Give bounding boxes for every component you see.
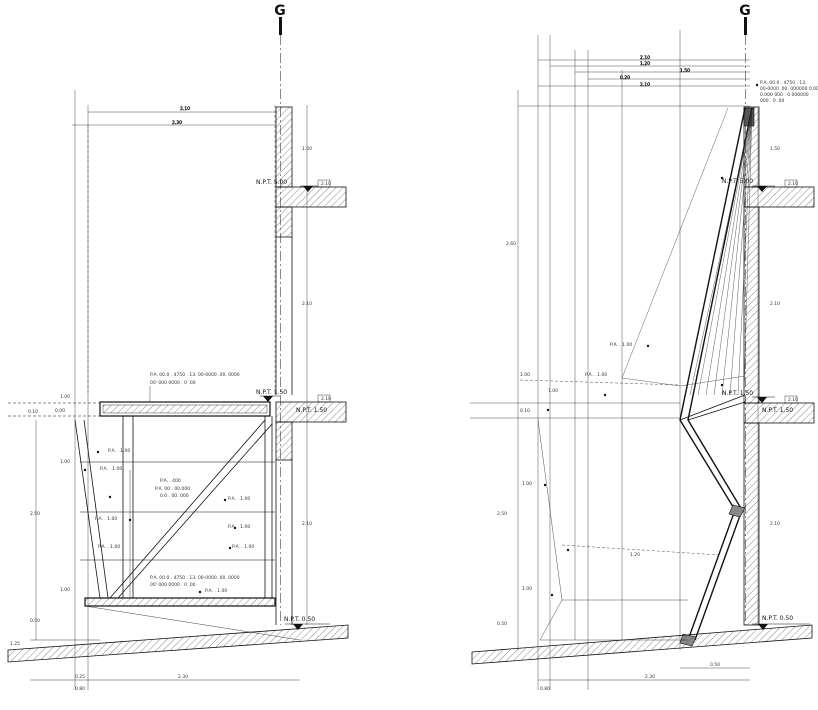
right-level-top-label: N.P.T. 5.00: [722, 178, 753, 185]
svg-text:0.20: 0.20: [620, 75, 630, 81]
svg-text:1.20: 1.20: [630, 552, 640, 558]
grid-marker-right-label: G: [739, 3, 751, 19]
right-folded-structure: [679, 107, 753, 647]
svg-text:P.A. . 1.00: P.A. . 1.00: [100, 466, 122, 472]
svg-text:2.10: 2.10: [302, 521, 312, 527]
svg-text:P.A. . 1.00: P.A. . 1.00: [228, 496, 250, 502]
svg-text:1.00: 1.00: [522, 586, 532, 592]
svg-text:1.20: 1.20: [640, 61, 650, 67]
left-annotations: P.A. 00.0 . 4750 . 13. 00-0000 .00. 0000…: [28, 146, 312, 624]
svg-text:1.50: 1.50: [302, 146, 312, 152]
right-level-mid-label: N.P.T. 1.50: [722, 390, 753, 397]
svg-text:P.A. . 1.00: P.A. . 1.00: [228, 524, 250, 530]
right-lower-lines: [470, 379, 721, 641]
right-top-dimensions: 2.10 1.20 1.50 0.20 2.10: [518, 55, 750, 107]
svg-text:2.10: 2.10: [321, 181, 331, 187]
svg-text:1.00: 1.00: [60, 587, 70, 593]
right-ground: N.P.T. 0.50 2.30 0.50 0.80: [471, 615, 813, 692]
svg-text:0.00: 0.00: [55, 408, 65, 414]
svg-text:0.50: 0.50: [30, 618, 40, 624]
left-level-top: N.P.T. 5.00 2.10: [256, 179, 331, 192]
svg-text:P.A. . 1.00: P.A. . 1.00: [585, 372, 607, 378]
right-level-bottom-label: N.P.T. 0.50: [762, 615, 793, 622]
svg-text:P.A. 00.0 . 4750 . 13.: P.A. 00.0 . 4750 . 13.: [760, 80, 807, 86]
svg-text:1.00: 1.00: [520, 372, 530, 378]
svg-text:P.A. . 1.00: P.A. . 1.00: [98, 544, 120, 550]
svg-text:0.000 000 . 0 000000: 0.000 000 . 0 000000: [760, 92, 809, 98]
left-level-top-label: N.P.T. 5.00: [256, 179, 287, 186]
left-section: G 2.10 2.30: [7, 3, 349, 692]
svg-text:1.00: 1.00: [548, 388, 558, 394]
svg-text:0.25: 0.25: [75, 674, 85, 680]
svg-text:P.A. . 1.00: P.A. . 1.00: [205, 588, 227, 594]
right-level-mid: N.P.T. 1.50 N.P.T. 1.50 2.10: [722, 390, 798, 414]
svg-text:P.A. 00.0 . 4750 . 13. 00-0000: P.A. 00.0 . 4750 . 13. 00-0000 .00. 0000: [150, 575, 240, 581]
right-level-top: N.P.T. 5.00 2.10: [722, 178, 798, 192]
svg-text:P.A. . 1.00: P.A. . 1.00: [610, 342, 632, 348]
left-level-mid: N.P.T. 1.50 2.10 N.P.T. 1.50: [256, 389, 331, 414]
svg-text:2.10: 2.10: [770, 521, 780, 527]
svg-text:2.10: 2.10: [180, 106, 190, 112]
left-level-bottom-label: N.P.T. 0.50: [284, 616, 315, 623]
left-ground: N.P.T. 0.50 2.30 0.25 0.80 1.25: [7, 605, 349, 692]
grid-marker-left-label: G: [274, 3, 286, 19]
svg-text:1.50: 1.50: [770, 146, 780, 152]
svg-text:2.10: 2.10: [788, 181, 798, 187]
svg-text:2.10: 2.10: [788, 397, 798, 403]
svg-text:00' 000 0000 . 0 .00: 00' 000 0000 . 0 .00: [150, 380, 196, 386]
svg-text:2.30: 2.30: [172, 120, 182, 126]
grid-marker-right-flag: [744, 17, 747, 35]
svg-text:2.10: 2.10: [321, 396, 331, 402]
svg-text:1.25: 1.25: [10, 641, 20, 647]
svg-text:2.10: 2.10: [770, 301, 780, 307]
svg-text:1.00: 1.00: [60, 459, 70, 465]
right-construction-lines: [517, 30, 759, 690]
svg-text:2.30: 2.30: [178, 674, 188, 680]
left-level-mid-label: N.P.T. 1.50: [256, 389, 287, 396]
svg-text:P.A. . 400: P.A. . 400: [160, 478, 181, 484]
svg-text:000 . 0 .00: 000 . 0 .00: [760, 98, 784, 104]
left-upper-structure: [275, 106, 347, 395]
svg-text:1.00: 1.00: [522, 481, 532, 487]
right-cable-fan: [621, 107, 753, 396]
svg-text:P.A. . 1.00: P.A. . 1.00: [232, 544, 254, 550]
left-cabin-frame: [74, 401, 276, 607]
left-level-floor-label: N.P.T. 1.50: [296, 407, 327, 414]
svg-text:00-0000 .00. 000000 0.000: 00-0000 .00. 000000 0.000: [760, 86, 818, 92]
svg-text:0.80: 0.80: [540, 686, 550, 692]
svg-text:2.60: 2.60: [506, 241, 516, 247]
svg-text:0.50: 0.50: [710, 662, 720, 668]
left-top-dimensions: 2.10 2.30: [72, 106, 275, 126]
svg-text:P.A. 00.0 . 4750 . 13. 00-0000: P.A. 00.0 . 4750 . 13. 00-0000 .00. 0000: [150, 372, 240, 378]
svg-text:0.80: 0.80: [75, 686, 85, 692]
right-wall: [743, 106, 815, 626]
svg-text:P.A. . 1.00: P.A. . 1.00: [108, 448, 130, 454]
svg-text:2.30: 2.30: [645, 674, 655, 680]
svg-text:P.A. 00 . 00.000: P.A. 00 . 00.000: [155, 486, 190, 492]
grid-marker-left-flag: [279, 17, 282, 35]
svg-text:P.A. . 1.00: P.A. . 1.00: [95, 516, 117, 522]
svg-text:2.50: 2.50: [30, 511, 40, 517]
svg-text:1.50: 1.50: [680, 68, 690, 74]
svg-text:2.10: 2.10: [302, 301, 312, 307]
svg-text:00' 000 0000 . 0 .00: 00' 000 0000 . 0 .00: [150, 582, 196, 588]
right-level-floor-label: N.P.T. 1.50: [762, 407, 793, 414]
svg-text:1.00: 1.00: [60, 394, 70, 400]
svg-text:2.10: 2.10: [640, 82, 650, 88]
svg-text:0.10: 0.10: [28, 409, 38, 415]
svg-text:0.50: 0.50: [497, 621, 507, 627]
right-section: G 2.10 1.20 1.50 0.20 2.10: [470, 3, 818, 692]
svg-text:2.50: 2.50: [497, 511, 507, 517]
right-annotations: P.A. 00.0 . 4750 . 13. 00-0000 .00. 0000…: [497, 80, 818, 627]
svg-text:0.0 . 00. 000: 0.0 . 00. 000: [160, 493, 189, 499]
left-mid-structure: [8, 401, 347, 625]
svg-text:2.10: 2.10: [640, 55, 650, 61]
svg-text:0.10: 0.10: [520, 408, 530, 414]
